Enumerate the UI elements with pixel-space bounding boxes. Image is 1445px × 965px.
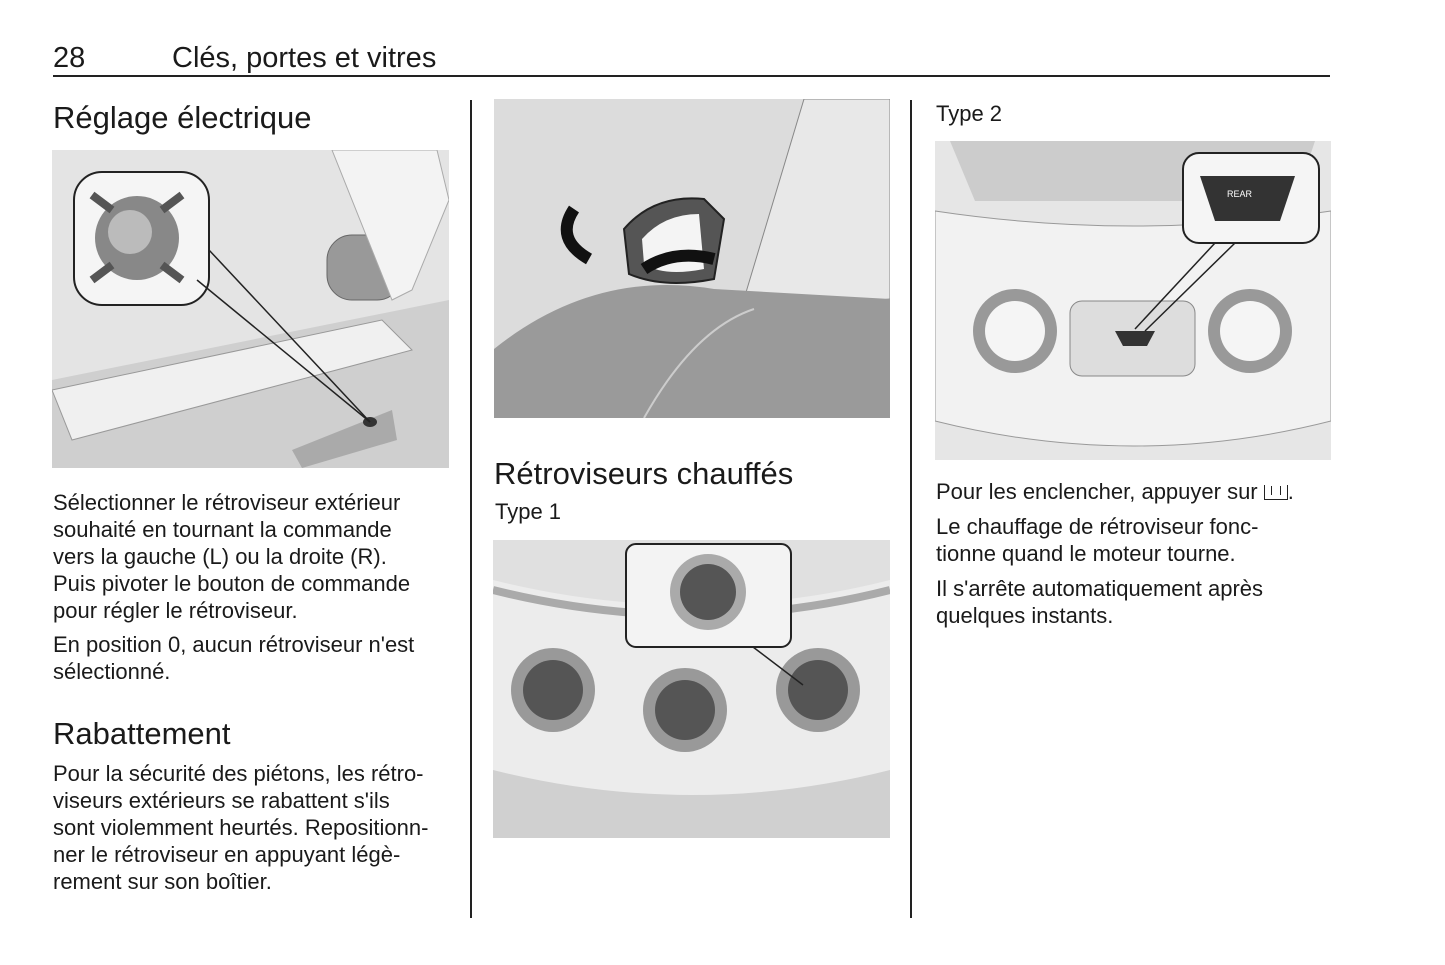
chapter-title: Clés, portes et vitres	[172, 42, 437, 74]
text-line: Pour la sécurité des piétons, les rétro-	[53, 761, 424, 786]
mirror-control-illustration	[52, 150, 449, 468]
section-heading: Rabattement	[53, 716, 231, 751]
type-label: Type 2	[936, 101, 1003, 126]
page-number: 28	[53, 42, 86, 74]
section-heading: Rétroviseurs chauffés	[494, 456, 794, 491]
text-line: En position 0, aucun rétroviseur n'est	[53, 632, 415, 657]
text-line: Il s'arrête automatiquement après	[936, 576, 1264, 601]
text-line: vers la gauche (L) ou la droite (R).	[53, 544, 387, 569]
text-line: tionne quand le moteur tourne.	[936, 541, 1236, 566]
text-line: sont violemment heurtés. Repositionn-	[53, 815, 429, 840]
paragraph: Il s'arrête automatiquement après quelqu…	[936, 575, 1263, 629]
section-heading: Réglage électrique	[53, 100, 312, 135]
text-line: Pour les enclencher, appuyer sur .	[936, 479, 1294, 504]
type-label: Type 1	[495, 499, 562, 524]
header-rule	[53, 75, 1330, 77]
text-line: sélectionné.	[53, 659, 171, 684]
paragraph: Pour la sécurité des piétons, les rétro-…	[53, 760, 428, 895]
text-line: Sélectionner le rétroviseur extérieur	[53, 490, 401, 515]
text-line: pour régler le rétroviseur.	[53, 598, 298, 623]
text-line: viseurs extérieurs se rabattent s'ils	[53, 788, 390, 813]
text-line: quelques instants.	[936, 603, 1114, 628]
column-divider	[470, 100, 472, 918]
paragraph: Le chauffage de rétroviseur fonc- tionne…	[936, 513, 1258, 567]
climate-control-type1-illustration	[493, 540, 890, 838]
text-span: Pour les enclencher, appuyer sur	[936, 479, 1258, 504]
text-line: Le chauffage de rétroviseur fonc-	[936, 514, 1259, 539]
mirror-folding-illustration	[494, 99, 890, 418]
paragraph: En position 0, aucun rétroviseur n'est s…	[53, 631, 414, 685]
rear-label: REAR	[1227, 189, 1253, 199]
rear-defrost-icon	[1263, 485, 1288, 500]
text-line: souhaité en tournant la commande	[53, 517, 392, 542]
text-line: Puis pivoter le bouton de commande	[53, 571, 411, 596]
climate-control-type2-illustration: REAR	[935, 141, 1331, 460]
column-divider	[910, 100, 912, 918]
paragraph: Pour les enclencher, appuyer sur .	[936, 478, 1294, 505]
text-line: rement sur son boîtier.	[53, 869, 272, 894]
text-line: ner le rétroviseur en appuyant légè-	[53, 842, 401, 867]
paragraph: Sélectionner le rétroviseur extérieur so…	[53, 489, 410, 624]
